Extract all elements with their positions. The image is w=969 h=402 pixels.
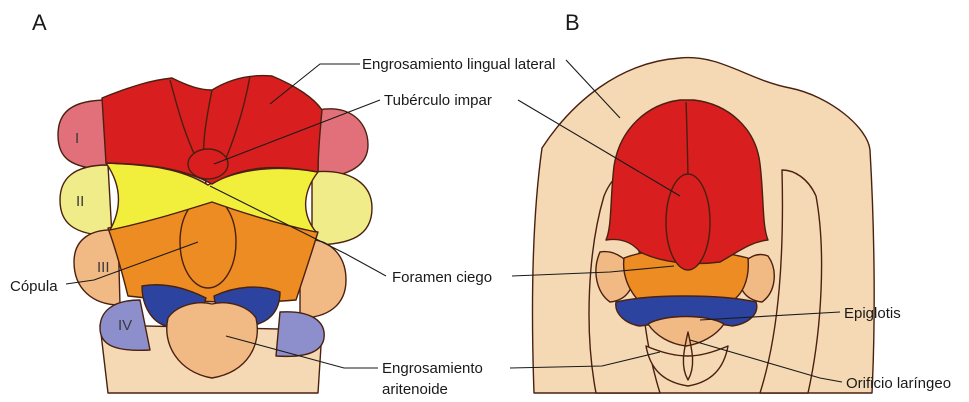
label-orificio-laringeo: Orificio laríngeo (846, 375, 951, 392)
arch-ii-lateral-left (60, 165, 112, 236)
arch-label-iii: III (97, 259, 110, 276)
label-tuberculo-impar: Tubérculo impar (384, 92, 492, 109)
label-copula: Cópula (10, 278, 58, 295)
label-epiglotis: Epiglotis (844, 305, 901, 322)
arch-ii-lateral-right (312, 171, 372, 245)
label-engrosamiento-lingual-lateral: Engrosamiento lingual lateral (362, 56, 555, 73)
panel-a-figure (58, 76, 372, 393)
tuberculo-impar-b (666, 174, 710, 270)
label-engrosamiento-aritenoide-1: Engrosamiento (382, 360, 483, 377)
tuberculo-impar-a (188, 149, 228, 179)
label-foramen-ciego: Foramen ciego (392, 269, 492, 286)
arch-label-iv: IV (118, 317, 132, 334)
panel-b-letter: B (565, 10, 580, 35)
panel-a-letter: A (32, 10, 47, 35)
panel-b-figure (532, 58, 874, 393)
arch-i-lateral-left (58, 100, 108, 170)
arch-label-ii: II (76, 193, 84, 210)
arch-iv-lateral-right (276, 312, 324, 357)
arch-label-i: I (75, 130, 79, 147)
arch-i-lateral-right (318, 109, 368, 178)
label-engrosamiento-aritenoide-2: aritenoide (382, 381, 448, 398)
